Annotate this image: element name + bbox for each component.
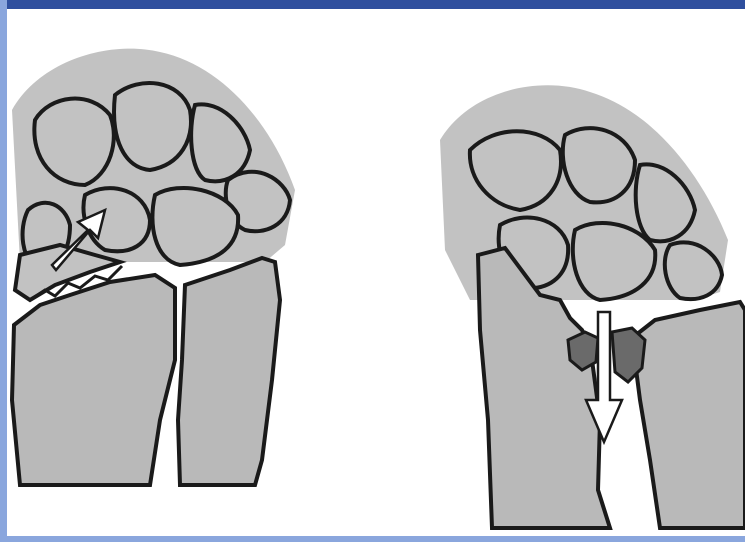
left-wrist-panel — [12, 49, 295, 485]
left-ulna — [178, 258, 280, 485]
right-ulna — [632, 302, 745, 528]
left-radius — [12, 275, 175, 485]
left-carpal-bone-2 — [114, 83, 191, 170]
right-wrist-panel — [440, 85, 745, 528]
right-carpal-bone-2 — [563, 128, 635, 202]
